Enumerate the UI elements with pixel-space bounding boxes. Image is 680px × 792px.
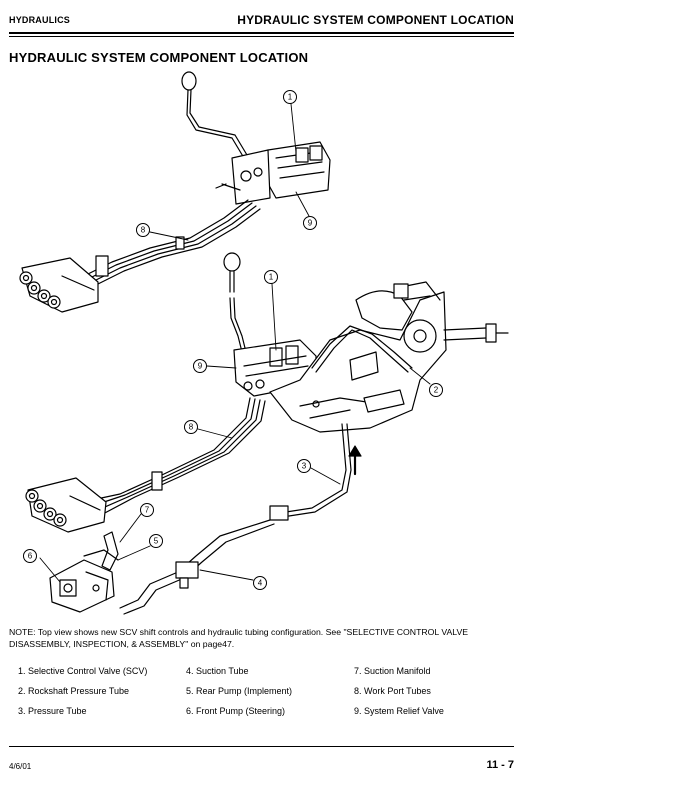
header-section: HYDRAULICS bbox=[9, 15, 71, 25]
suction-tube bbox=[119, 519, 275, 615]
leader-lines bbox=[39, 103, 431, 583]
legend-item-8: 8. Work Port Tubes bbox=[354, 686, 431, 696]
transmission-housing bbox=[269, 281, 447, 433]
callout-8-upper: 8 bbox=[136, 223, 150, 237]
footer-rule bbox=[9, 746, 514, 747]
svg-text:6: 6 bbox=[28, 552, 33, 561]
header-rule bbox=[9, 32, 514, 34]
svg-text:2: 2 bbox=[434, 386, 439, 395]
rockshaft-pressure-tube bbox=[311, 325, 413, 373]
svg-text:4: 4 bbox=[258, 579, 263, 588]
drive-shaft bbox=[443, 323, 509, 343]
pressure-tube bbox=[269, 423, 352, 521]
lower-work-port-tubes bbox=[91, 397, 266, 516]
upper-coupler-block bbox=[19, 257, 99, 313]
svg-text:8: 8 bbox=[189, 423, 194, 432]
upper-scv-valve bbox=[215, 141, 331, 205]
callout-7: 7 bbox=[140, 503, 154, 517]
svg-text:3: 3 bbox=[302, 462, 307, 471]
callout-1-upper: 1 bbox=[283, 90, 297, 104]
callout-5: 5 bbox=[149, 534, 163, 548]
suction-manifold bbox=[83, 531, 119, 571]
upper-shift-lever bbox=[181, 71, 248, 159]
flow-arrow bbox=[348, 445, 362, 476]
callout-2: 2 bbox=[429, 383, 443, 397]
upper-work-port-tubes bbox=[79, 199, 261, 288]
note-text: NOTE: Top view shows new SCV shift contr… bbox=[9, 627, 469, 649]
callout-1-lower: 1 bbox=[264, 270, 278, 284]
callout-9-upper: 9 bbox=[303, 216, 317, 230]
svg-text:5: 5 bbox=[154, 537, 159, 546]
callout-3: 3 bbox=[297, 459, 311, 473]
legend-item-4: 4. Suction Tube bbox=[186, 666, 249, 676]
callout-4: 4 bbox=[253, 576, 267, 590]
page-title: HYDRAULIC SYSTEM COMPONENT LOCATION bbox=[9, 50, 309, 65]
legend-item-5: 5. Rear Pump (Implement) bbox=[186, 686, 293, 696]
callout-9-lower: 9 bbox=[193, 359, 207, 373]
legend-item-3: 3. Pressure Tube bbox=[18, 706, 87, 716]
callout-6: 6 bbox=[23, 549, 37, 563]
svg-text:9: 9 bbox=[198, 362, 203, 371]
page-number: 11 - 7 bbox=[486, 759, 514, 771]
svg-text:7: 7 bbox=[145, 506, 150, 515]
legend-item-9: 9. System Relief Valve bbox=[354, 706, 444, 716]
lower-shift-lever bbox=[223, 252, 247, 353]
svg-text:9: 9 bbox=[308, 219, 313, 228]
legend-item-2: 2. Rockshaft Pressure Tube bbox=[18, 686, 130, 696]
callout-8-lower: 8 bbox=[184, 420, 198, 434]
legend-item-1: 1. Selective Control Valve (SCV) bbox=[18, 666, 148, 676]
svg-text:8: 8 bbox=[141, 226, 146, 235]
pump-assembly bbox=[49, 559, 115, 613]
footer-date: 4/6/01 bbox=[9, 762, 32, 771]
lower-coupler-block bbox=[25, 477, 107, 533]
header-title: HYDRAULIC SYSTEM COMPONENT LOCATION bbox=[237, 13, 514, 27]
svg-text:1: 1 bbox=[269, 273, 274, 282]
header-rule-thin bbox=[9, 36, 514, 37]
legend-item-7: 7. Suction Manifold bbox=[354, 666, 431, 676]
svg-text:1: 1 bbox=[288, 93, 293, 102]
legend-item-6: 6. Front Pump (Steering) bbox=[186, 706, 286, 716]
